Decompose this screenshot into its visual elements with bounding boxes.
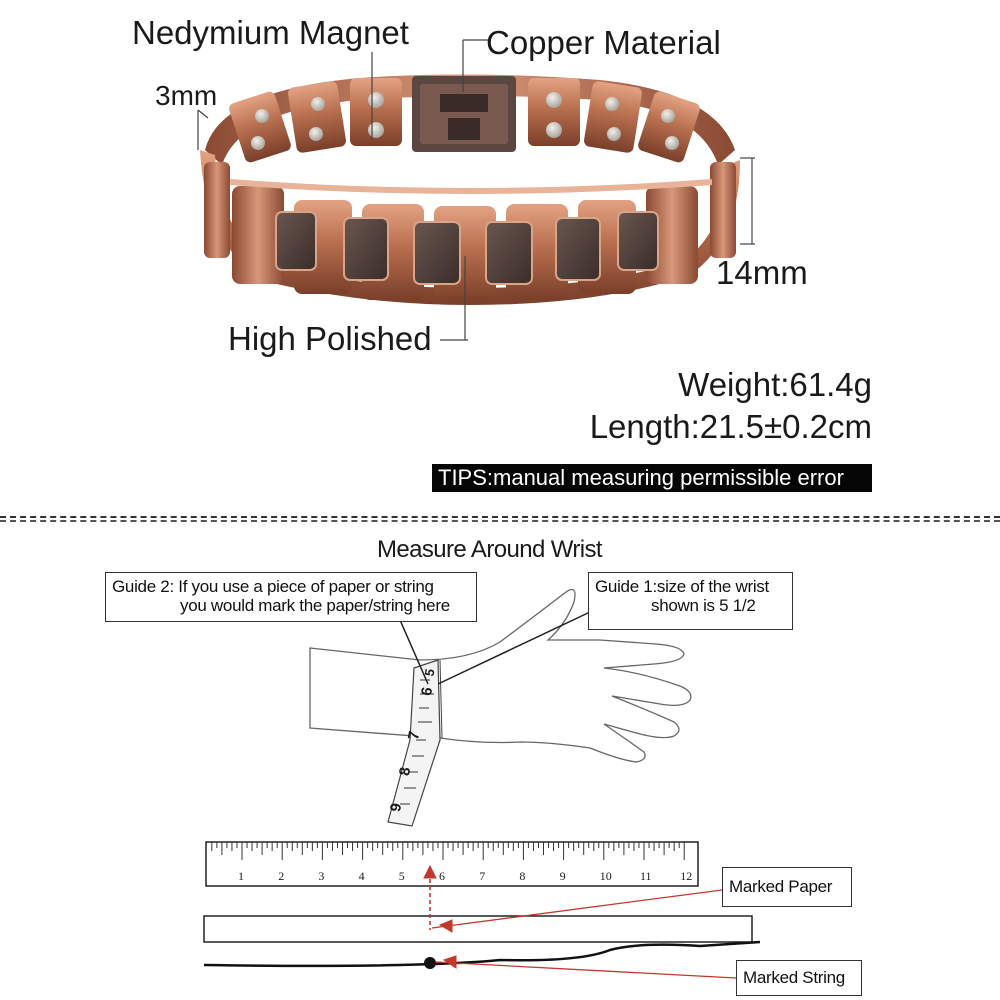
section-divider (0, 516, 1000, 518)
ruler-number: 5 (398, 869, 405, 883)
guide1-pointer (437, 611, 591, 685)
ruler-number: 10 (599, 869, 612, 883)
ruler-number: 12 (680, 869, 693, 883)
bracelet-front-band (200, 150, 740, 305)
measuring-tape (387, 659, 443, 827)
magnet-callout: Nedymium Magnet (132, 14, 409, 51)
ruler-number: 6 (439, 869, 445, 883)
guide2-line1: Guide 2: If you use a piece of paper or … (112, 577, 434, 596)
ruler-number: 8 (519, 869, 526, 883)
ruler-number: 9 (559, 869, 566, 883)
guide2-pointer (399, 619, 429, 685)
marked-string-label: Marked String (736, 960, 862, 996)
callout-lines (197, 39, 755, 341)
ruler-number: 7 (479, 869, 486, 883)
measure-title: Measure Around Wrist (377, 536, 603, 563)
weight-spec: Weight:61.4g (678, 366, 872, 403)
guide1-box: Guide 1:size of the wrist shown is 5 1/2 (588, 572, 793, 630)
thickness-callout: 3mm (155, 80, 218, 111)
bracelet-back-band (205, 74, 735, 165)
section-divider-shadow (0, 520, 1000, 522)
string-mark (424, 957, 436, 969)
polish-callout: High Polished (228, 320, 432, 357)
guide2-box: Guide 2: If you use a piece of paper or … (105, 572, 477, 622)
ruler-number: 2 (278, 869, 285, 883)
ruler-number: 3 (318, 869, 325, 883)
marked-paper-label: Marked Paper (722, 867, 852, 907)
width-callout: 14mm (716, 254, 808, 291)
ruler (205, 841, 699, 887)
length-spec: Length:21.5±0.2cm (589, 408, 872, 445)
guide1-line2: shown is 5 1/2 (651, 596, 756, 615)
guide2-line2: you would mark the paper/string here (180, 596, 450, 615)
ruler-number: 1 (238, 869, 244, 883)
guide1-line1: Guide 1:size of the wrist (595, 577, 769, 596)
tips-banner: TIPS:manual measuring permissible error (432, 464, 872, 492)
ruler-number: 4 (358, 869, 365, 883)
paper-strip (203, 915, 753, 943)
ruler-number: 11 (640, 869, 652, 883)
copper-callout: Copper Material (486, 24, 721, 61)
string (203, 940, 761, 968)
red-markers (423, 864, 737, 979)
